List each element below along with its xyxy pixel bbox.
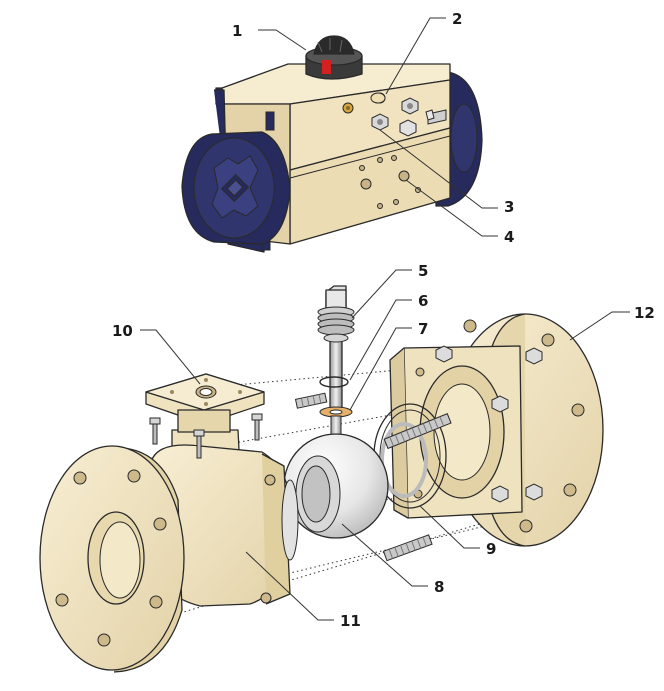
mounting-pad — [145, 373, 265, 433]
callout-12: 12 — [569, 304, 655, 341]
cap-screws — [149, 413, 263, 459]
callout-label-8: 8 — [434, 578, 444, 596]
callout-9: 9 — [419, 505, 496, 558]
callout-label-10: 10 — [112, 322, 133, 340]
ball — [283, 433, 389, 539]
callout-label-5: 5 — [418, 262, 428, 280]
flange-left — [39, 445, 185, 673]
actuator-fasteners — [370, 92, 447, 137]
callout-label-7: 7 — [418, 320, 428, 338]
callout-label-2: 2 — [452, 10, 462, 28]
indicator-red-mark — [322, 60, 331, 74]
actuator — [181, 35, 483, 253]
callout-3: 3 — [379, 129, 514, 216]
callout-5: 5 — [351, 262, 428, 319]
callout-label-6: 6 — [418, 292, 428, 310]
callout-4: 4 — [405, 179, 514, 246]
callout-label-11: 11 — [340, 612, 361, 630]
callout-1: 1 — [232, 22, 307, 51]
body-half-right — [389, 345, 543, 519]
callout-label-9: 9 — [486, 540, 496, 558]
callout-6: 6 — [349, 292, 428, 381]
stud-bolts — [294, 392, 452, 562]
callout-11: 11 — [245, 551, 361, 630]
actuator-end-cap-left — [181, 131, 291, 245]
callout-label-1: 1 — [232, 22, 242, 40]
callout-label-12: 12 — [634, 304, 655, 322]
stem-assembly — [317, 285, 355, 439]
o-ring — [319, 376, 349, 388]
position-indicator — [305, 35, 363, 80]
callout-label-4: 4 — [504, 228, 514, 246]
callout-label-3: 3 — [504, 198, 514, 216]
callout-8: 8 — [341, 523, 444, 596]
callout-7: 7 — [349, 320, 428, 411]
callout-10: 10 — [112, 322, 201, 385]
callout-2: 2 — [385, 10, 462, 95]
